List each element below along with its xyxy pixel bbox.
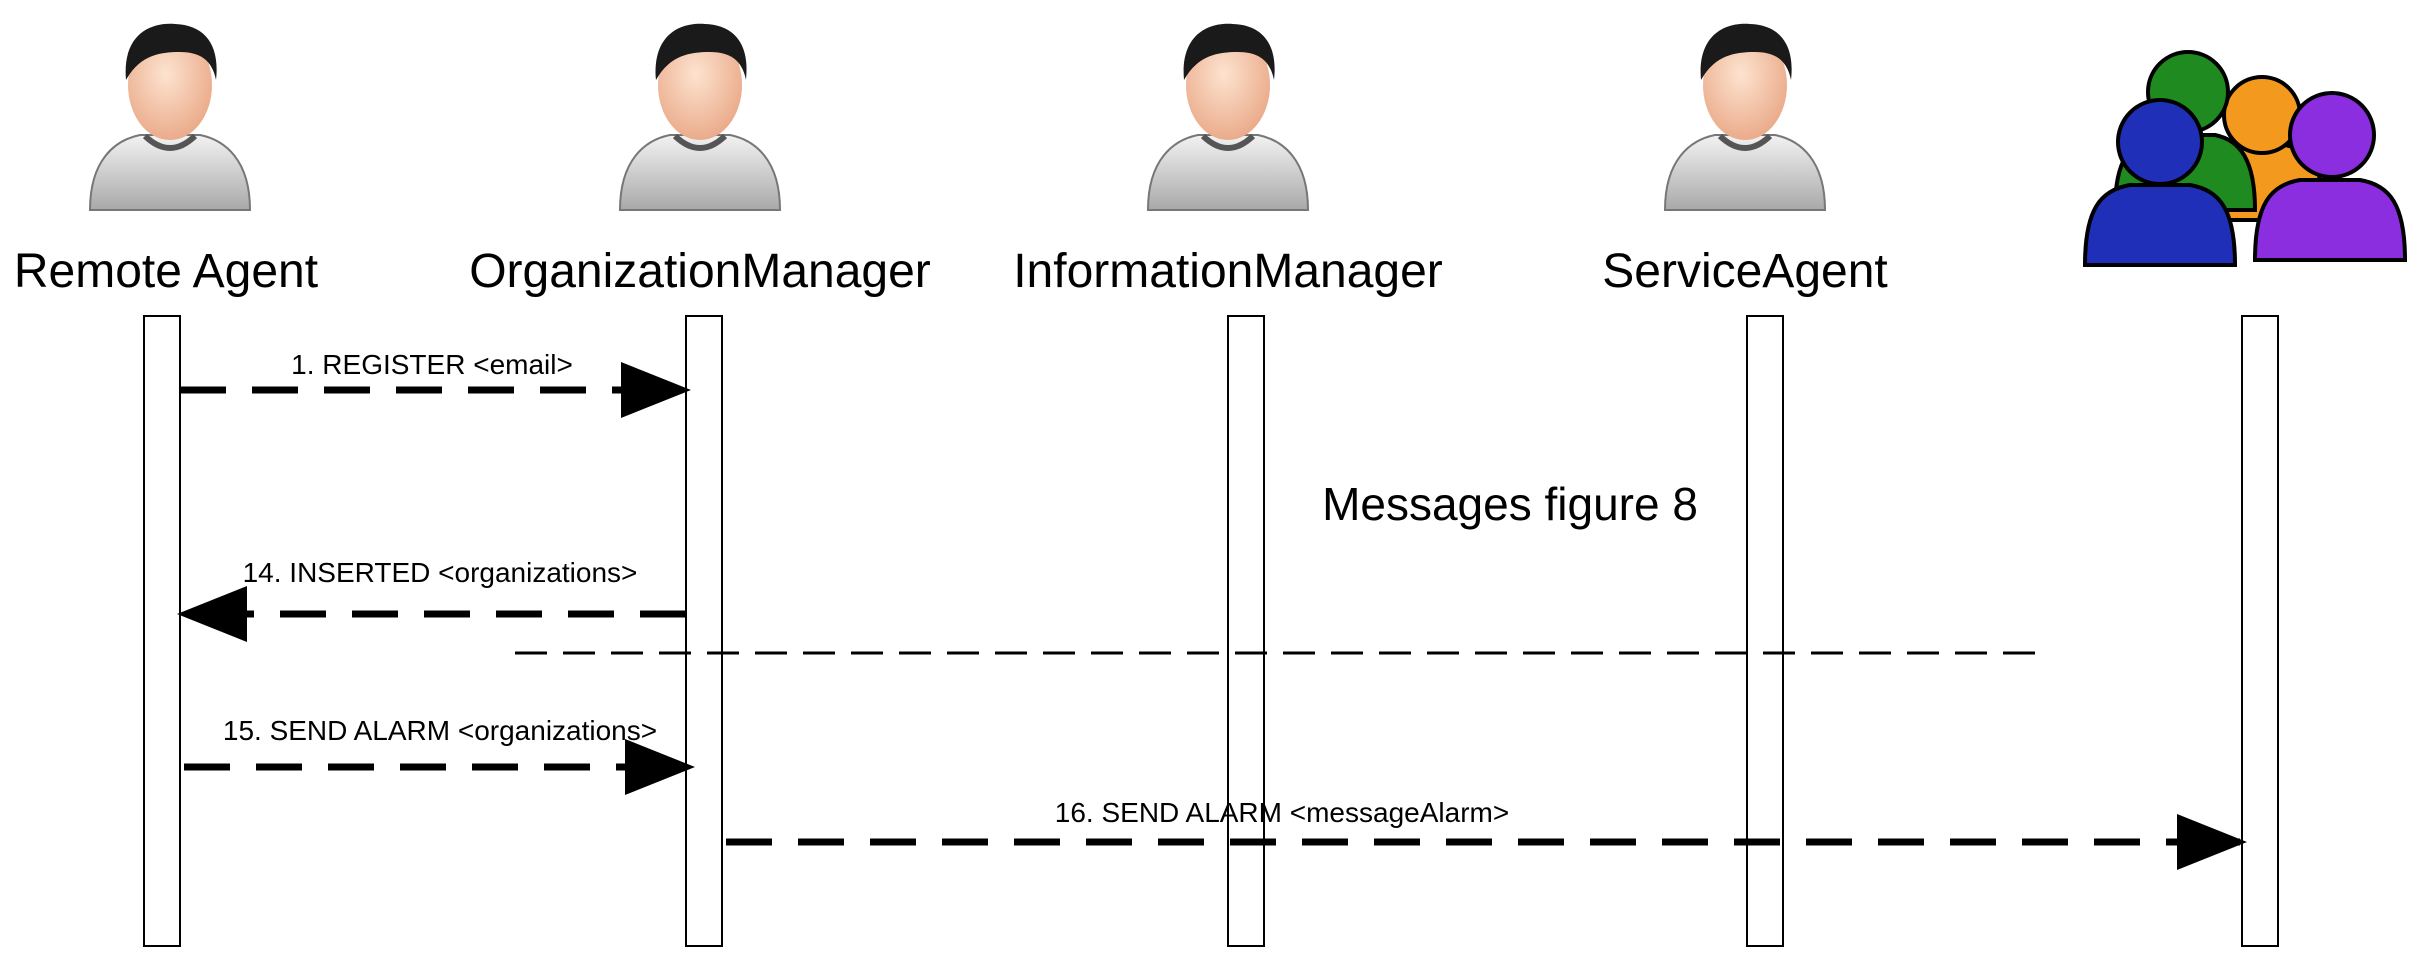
person-icon — [618, 23, 782, 211]
lifeline-service-agent — [1746, 315, 1784, 947]
lifeline-organization-manager — [685, 315, 723, 947]
actor-label-service-agent: ServiceAgent — [1602, 245, 1888, 298]
lifeline-information-manager — [1227, 315, 1265, 947]
person-icon — [1663, 23, 1827, 211]
lifeline-remote-agent — [143, 315, 181, 947]
person-icon — [1146, 23, 1310, 211]
message-label-2: 14. INSERTED <organizations> — [243, 557, 638, 588]
actor-icon-remote-agent — [88, 23, 252, 211]
group-figure-purple — [2252, 91, 2408, 262]
lifeline-organizations — [2241, 315, 2279, 947]
diagram-note: Messages figure 8 — [1322, 478, 1698, 530]
actor-label-organization-manager: OrganizationManager — [469, 245, 931, 298]
group-figure-blue — [2082, 98, 2238, 267]
actor-icon-service-agent — [1663, 23, 1827, 211]
actor-icon-organization-manager — [618, 23, 782, 211]
message-label-1: 1. REGISTER <email> — [291, 349, 573, 380]
person-icon — [88, 23, 252, 211]
group-icon — [2082, 50, 2408, 267]
actor-icon-information-manager — [1146, 23, 1310, 211]
message-label-4: 16. SEND ALARM <messageAlarm> — [1055, 797, 1509, 828]
actor-label-information-manager: InformationManager — [1013, 245, 1443, 298]
actor-label-remote-agent: Remote Agent — [14, 245, 318, 298]
message-label-3: 15. SEND ALARM <organizations> — [223, 715, 657, 746]
